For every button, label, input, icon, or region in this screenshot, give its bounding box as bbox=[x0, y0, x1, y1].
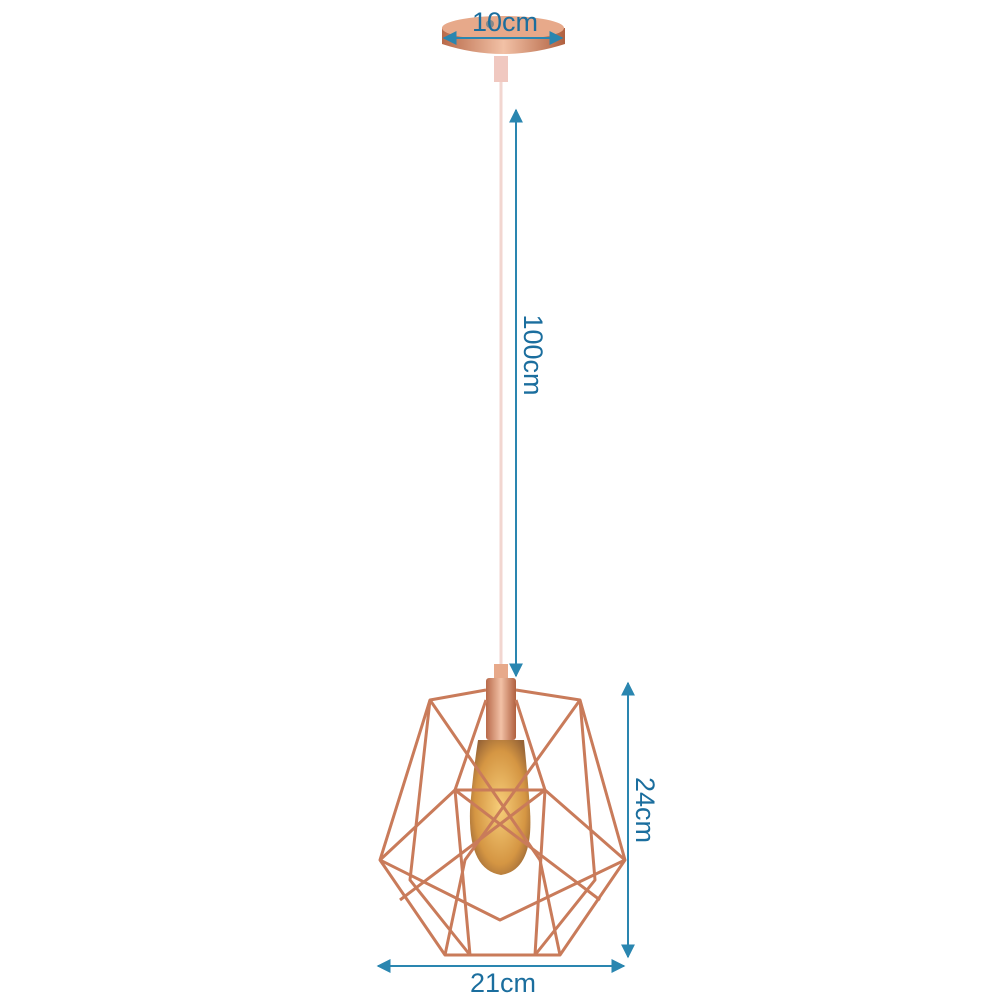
shade-height-label: 24cm bbox=[630, 777, 660, 843]
dimension-arrows bbox=[376, 31, 635, 973]
canopy-width-label: 10cm bbox=[472, 7, 538, 37]
lamp-socket bbox=[486, 664, 516, 740]
geometric-cage-shade bbox=[378, 688, 627, 957]
shade-width-label: 21cm bbox=[470, 968, 536, 998]
edison-bulb bbox=[469, 740, 531, 875]
cord-length-label: 100cm bbox=[518, 314, 548, 395]
